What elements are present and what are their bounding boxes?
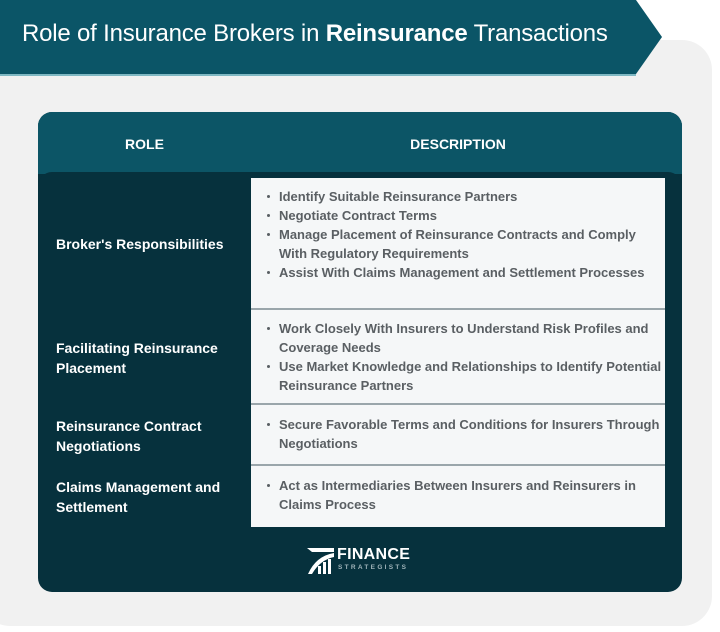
page-title: Role of Insurance Brokers in Reinsurance… <box>22 20 608 48</box>
table-row: Broker's Responsibilities Identify Suita… <box>38 178 682 310</box>
finance-strategists-logo: FINANCE STRATEGISTS <box>306 544 426 576</box>
table-row: Facilitating Reinsurance Placement Work … <box>38 310 682 405</box>
role-cell: Broker's Responsibilities <box>56 236 224 252</box>
roles-table: ROLE DESCRIPTION Broker's Responsibiliti… <box>38 112 682 592</box>
role-cell: Reinsurance Contract Negotiations <box>56 417 202 454</box>
table-row: Reinsurance Contract Negotiations Secure… <box>38 405 682 466</box>
bullet-item: Assist With Claims Management and Settle… <box>267 263 665 282</box>
bar-chart-logo-icon <box>307 548 334 574</box>
role-cell: Facilitating Reinsurance Placement <box>56 339 218 376</box>
bullet-item: Use Market Knowledge and Relationships t… <box>267 357 665 395</box>
title-suffix: Transactions <box>467 20 608 47</box>
description-cell: Secure Favorable Terms and Conditions fo… <box>251 405 665 466</box>
table-row: Claims Management and Settlement Act as … <box>38 466 682 527</box>
title-underline <box>0 74 636 76</box>
logo-subtitle: STRATEGISTS <box>338 564 409 571</box>
role-cell: Claims Management and Settlement <box>56 478 221 515</box>
title-banner <box>0 0 662 74</box>
bullet-item: Negotiate Contract Terms <box>267 206 665 225</box>
title-bold: Reinsurance <box>325 20 468 47</box>
description-cell: Work Closely With Insurers to Understand… <box>251 310 665 405</box>
bullet-item: Act as Intermediaries Between Insurers a… <box>267 476 665 514</box>
header-role: ROLE <box>125 136 164 152</box>
bullet-item: Manage Placement of Reinsurance Contract… <box>267 225 665 263</box>
logo-name: FINANCE <box>337 546 411 563</box>
description-cell: Identify Suitable Reinsurance Partners N… <box>251 178 665 310</box>
title-prefix: Role of Insurance Brokers in <box>22 20 326 47</box>
header-description: DESCRIPTION <box>410 136 506 152</box>
table-header: ROLE DESCRIPTION <box>38 112 682 174</box>
bullet-item: Work Closely With Insurers to Understand… <box>267 319 665 357</box>
description-cell: Act as Intermediaries Between Insurers a… <box>251 466 665 527</box>
bullet-item: Secure Favorable Terms and Conditions fo… <box>267 415 665 453</box>
bullet-item: Identify Suitable Reinsurance Partners <box>267 187 665 206</box>
